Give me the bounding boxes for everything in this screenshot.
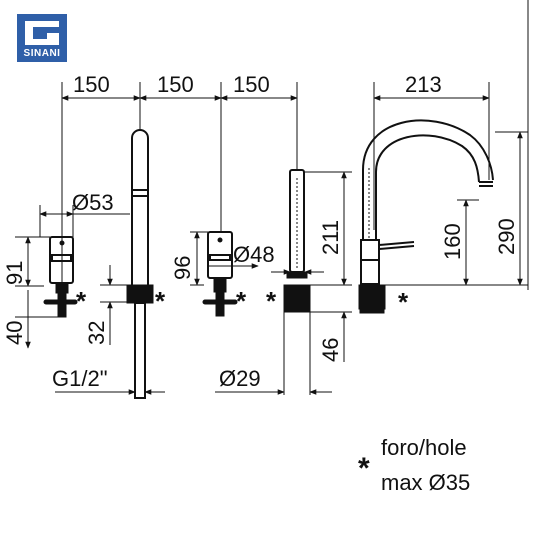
dim-h-160: 160 [440, 223, 465, 260]
dim-h-46: 46 [318, 338, 343, 362]
hole-star-4: * [266, 286, 277, 316]
sinani-logo: SINANI [17, 14, 67, 62]
logo-mark-icon [25, 21, 59, 45]
hole-star-5: * [398, 287, 409, 317]
dim-h-96: 96 [170, 256, 195, 280]
hole-star-1: * [76, 286, 87, 316]
note-line-2: max Ø35 [381, 470, 470, 495]
dim-top-1: 150 [73, 72, 110, 97]
handle-left [43, 236, 78, 318]
dim-h-290: 290 [494, 218, 519, 255]
spout-tall [126, 129, 154, 399]
top-dimension-lines [61, 82, 490, 300]
logo-text: SINANI [23, 48, 61, 59]
dim-top-2: 150 [157, 72, 194, 97]
dim-h-32: 32 [84, 321, 109, 345]
dim-dia-29: Ø29 [219, 366, 261, 391]
dim-h-91: 91 [2, 261, 27, 285]
dim-top-3: 150 [233, 72, 270, 97]
hand-shower [283, 169, 311, 313]
dim-h-40: 40 [2, 321, 27, 345]
dim-thread: G1/2" [52, 366, 108, 391]
hole-star-3: * [236, 286, 247, 316]
dim-dia-48: Ø48 [233, 242, 275, 267]
handle-middle [202, 231, 238, 317]
note-line-1: foro/hole [381, 435, 467, 460]
hole-star-2: * [155, 286, 166, 316]
dim-dia-53: Ø53 [72, 190, 114, 215]
dim-top-4: 213 [405, 72, 442, 97]
gooseneck-spout [358, 119, 494, 314]
dim-h-211: 211 [318, 220, 343, 255]
note-star: * [358, 452, 370, 485]
